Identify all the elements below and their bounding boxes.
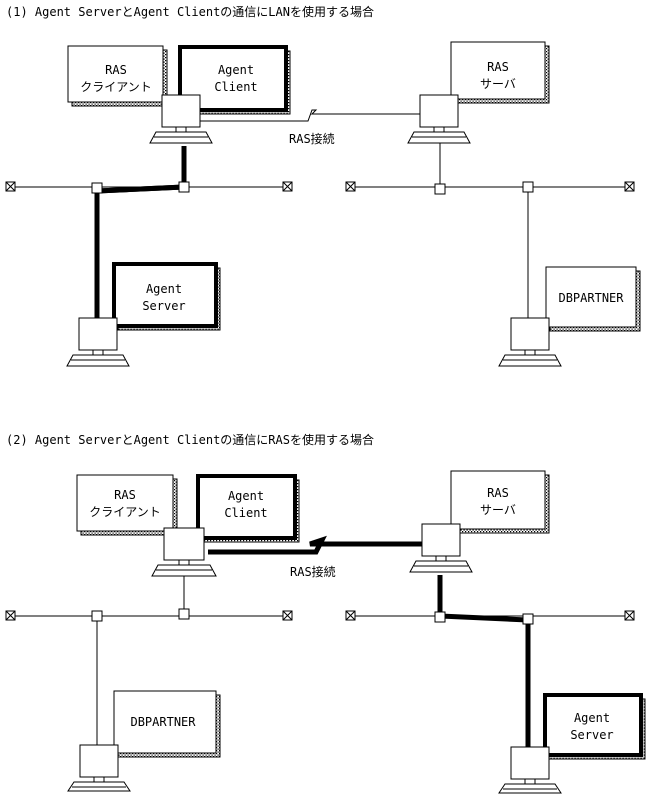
lan-segment-left bbox=[5, 610, 293, 621]
computer-icon bbox=[498, 317, 562, 367]
computer-icon bbox=[149, 94, 213, 144]
ras-data-path bbox=[437, 575, 531, 752]
ras-server-box bbox=[450, 41, 550, 104]
agent-client-box bbox=[196, 474, 300, 543]
section-2-caption: (2) Agent ServerとAgent Clientの通信にRASを使用す… bbox=[6, 432, 374, 447]
dbpartner-label: DBPARTNER bbox=[558, 291, 624, 305]
ras-client-label-2: クライアント bbox=[80, 80, 152, 94]
computer-icon bbox=[407, 94, 471, 144]
agent-server-label-1: Agent bbox=[146, 282, 182, 296]
dbpartner-box bbox=[113, 690, 221, 758]
agent-client-box bbox=[178, 45, 291, 115]
agent-server-box bbox=[543, 693, 646, 760]
dbpartner-label: DBPARTNER bbox=[130, 715, 196, 729]
agent-client-label-2: Client bbox=[224, 506, 267, 520]
agent-server-label-2: Server bbox=[142, 299, 185, 313]
computer-icon bbox=[67, 744, 131, 792]
agent-client-label-1: Agent bbox=[228, 489, 264, 503]
ras-server-label-1: RAS bbox=[487, 486, 509, 500]
computer-icon bbox=[409, 523, 473, 573]
agent-server-box bbox=[112, 262, 221, 331]
computer-icon bbox=[498, 746, 562, 794]
agent-client-label-2: Client bbox=[214, 80, 257, 94]
computer-icon bbox=[151, 527, 217, 577]
ras-server-label-1: RAS bbox=[487, 60, 509, 74]
section-1-caption: (1) Agent ServerとAgent Clientの通信にLANを使用す… bbox=[6, 4, 374, 19]
ras-link-thick bbox=[208, 535, 423, 555]
ras-connection-label: RAS接続 bbox=[289, 131, 335, 146]
agent-client-label-1: Agent bbox=[218, 63, 254, 77]
ras-server-label-2: サーバ bbox=[480, 503, 516, 517]
computer-icon bbox=[66, 317, 130, 367]
ras-client-box bbox=[76, 474, 178, 536]
ras-server-box bbox=[450, 470, 550, 534]
ras-server-label-2: サーバ bbox=[480, 77, 516, 91]
agent-server-label-1: Agent bbox=[574, 711, 610, 725]
ras-connection-label: RAS接続 bbox=[290, 564, 336, 579]
ras-client-label-2: クライアント bbox=[89, 505, 161, 519]
ras-link-thin bbox=[200, 109, 420, 122]
dbpartner-box bbox=[545, 266, 641, 332]
ras-client-box bbox=[67, 45, 168, 107]
agent-server-label-2: Server bbox=[570, 728, 613, 742]
ras-client-label-1: RAS bbox=[114, 488, 136, 502]
ras-client-label-1: RAS bbox=[105, 63, 127, 77]
lan-segment-right bbox=[345, 181, 635, 192]
